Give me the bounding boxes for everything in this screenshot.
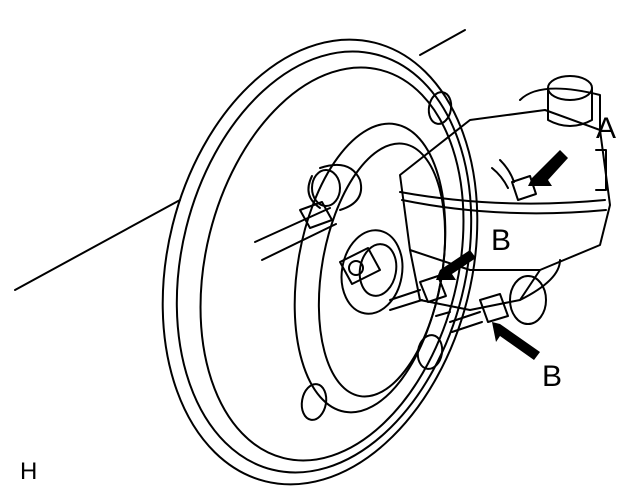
brake-lines [389, 275, 509, 333]
vacuum-hose [254, 164, 362, 261]
arrow-a [528, 150, 568, 186]
callout-label-b-upper: B [491, 224, 512, 257]
booster-flange [339, 229, 404, 315]
arrow-b-upper [436, 250, 476, 280]
figure-code: H [20, 458, 38, 485]
guide-lines [14, 29, 466, 291]
callout-label-a: A [596, 112, 617, 145]
arrow-b-lower [492, 322, 540, 360]
callout-label-b-lower: B [542, 360, 563, 393]
brake-booster [161, 38, 479, 486]
callout-arrows [436, 150, 568, 360]
master-cylinder [399, 75, 611, 325]
